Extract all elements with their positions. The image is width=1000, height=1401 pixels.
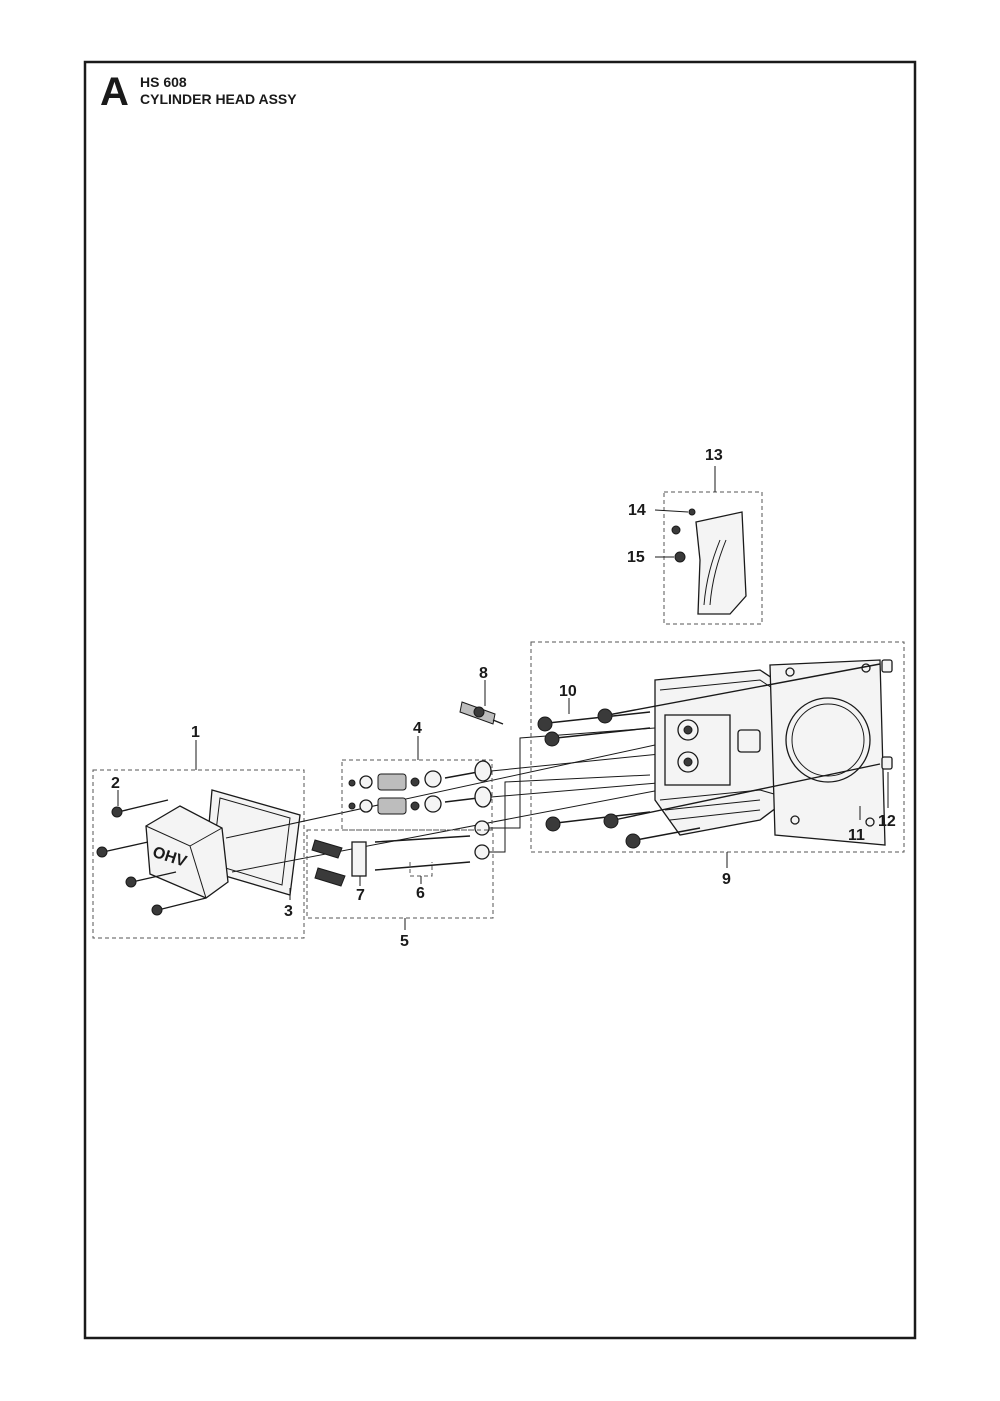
- rocker-arm-lower: [314, 867, 346, 887]
- callout-2: 2: [111, 775, 120, 792]
- valve-row-lower: [348, 786, 492, 815]
- section-letter: A: [100, 70, 129, 114]
- callout-6: 6: [416, 885, 425, 902]
- callout-10: 10: [559, 683, 577, 700]
- valve-cover-group: OHV: [92, 744, 661, 939]
- callout-9: 9: [722, 871, 731, 888]
- valve-spring-group: [341, 727, 681, 853]
- cylinder-head-group: [530, 641, 905, 853]
- heat-shield: [695, 511, 747, 615]
- cover-bolts: [96, 799, 207, 916]
- callout-15: 15: [627, 549, 645, 566]
- valve-row-upper: [348, 760, 492, 791]
- callout-3: 3: [284, 903, 293, 920]
- callout-11: 11: [848, 827, 865, 844]
- diagram-title: CYLINDER HEAD ASSY: [140, 91, 297, 107]
- callout-13: 13: [705, 447, 723, 464]
- callout-12: 12: [878, 813, 896, 830]
- callout-4: 4: [413, 720, 422, 737]
- rocker-arm-upper: [311, 839, 343, 859]
- heat-shield-group: [654, 466, 763, 625]
- model-name: HS 608: [140, 74, 187, 90]
- callout-labels: 1 2 3 4 5 6 7 8 9 10 11 12 13 14 15: [111, 447, 896, 950]
- push-rod-guide: [351, 841, 367, 877]
- callout-1: 1: [191, 724, 200, 741]
- page-frame: [83, 60, 917, 1340]
- valve-cover: [145, 805, 229, 899]
- callout-8: 8: [479, 665, 488, 682]
- spark-plug: [459, 680, 504, 725]
- callout-5: 5: [400, 933, 409, 950]
- head-bolts: [537, 663, 881, 849]
- rocker-group: [306, 820, 494, 919]
- callout-14: 14: [628, 502, 646, 519]
- callout-7: 7: [356, 887, 365, 904]
